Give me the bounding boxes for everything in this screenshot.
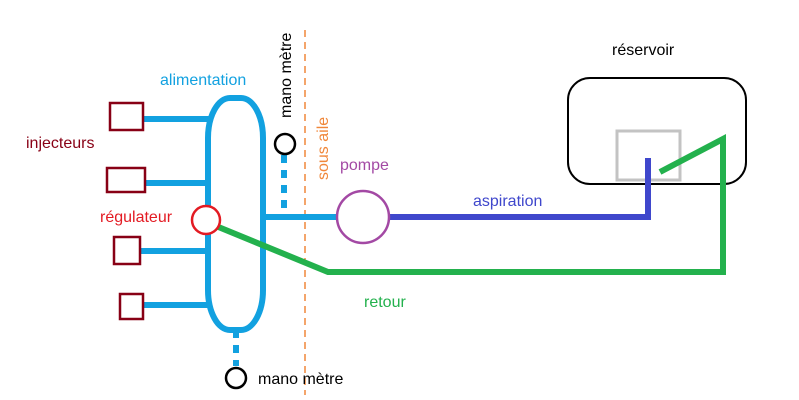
regulateur-label: régulateur: [100, 209, 173, 226]
mano-metre-bottom-label: mano mètre: [258, 371, 343, 388]
injecteurs-group: [105, 101, 147, 321]
injecteur-1: [108, 101, 145, 132]
pompe-label: pompe: [340, 157, 389, 174]
mano-metre-top-gauge: [273, 132, 297, 156]
alimentation-label: alimentation: [160, 72, 246, 89]
sous-aile-label: sous aile: [315, 117, 332, 180]
injecteurs-label: injecteurs: [26, 135, 94, 152]
mano-metre-bottom-gauge: [224, 366, 248, 390]
reservoir-tank: [567, 77, 747, 185]
injecteur-2: [105, 166, 147, 194]
retour-line: [214, 134, 726, 275]
retour-label: retour: [364, 294, 406, 311]
injecteur-4: [118, 292, 145, 321]
reservoir-label: réservoir: [612, 42, 675, 59]
injector-feed-lines: [140, 116, 210, 308]
pompe-unit: [335, 189, 391, 245]
aspiration-label: aspiration: [473, 193, 542, 210]
regulateur-valve: [190, 204, 222, 236]
mano-metre-top-label: mano mètre: [278, 33, 295, 118]
injecteur-3: [112, 235, 142, 266]
aspiration-line: [388, 158, 651, 220]
